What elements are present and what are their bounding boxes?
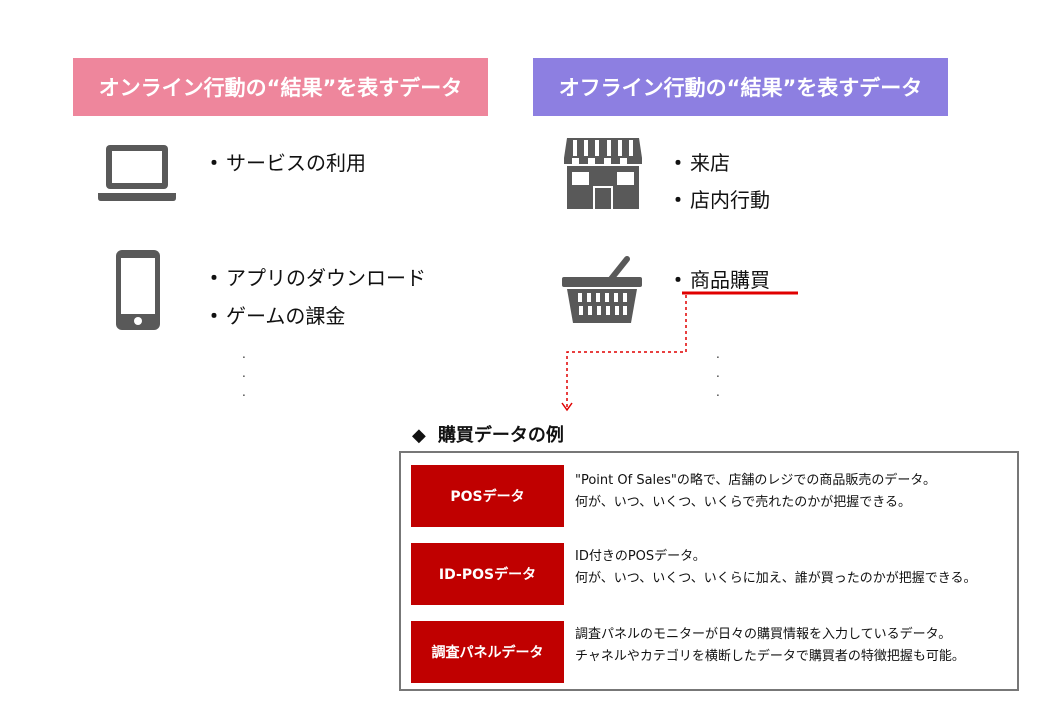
store-icon <box>564 138 642 209</box>
desc-id-pos-data: ID付きのPOSデータ。 何が、いつ、いくつ、いくらに加え、誰が買ったのかが把握… <box>575 549 977 586</box>
smartphone-icon <box>116 250 160 330</box>
bullet: ・ <box>204 304 224 328</box>
online-more-dots: ... <box>242 347 246 399</box>
bullet: ・ <box>668 268 688 292</box>
dashed-connector <box>566 295 687 408</box>
bullet: ・ <box>668 151 688 175</box>
offline-item-store-visit: ・来店 <box>668 147 730 176</box>
offline-item-purchase: ・商品購買 <box>668 264 770 293</box>
desc-pos-data: "Point Of Sales"の略で、店舗のレジでの商品販売のデータ。 何が、… <box>575 473 937 510</box>
laptop-icon <box>98 145 176 201</box>
offline-item-in-store-behavior: ・店内行動 <box>668 184 770 213</box>
bullet: ・ <box>204 151 224 175</box>
label-panel-data: 調査パネルデータ <box>411 621 564 683</box>
bullet: ・ <box>668 188 688 212</box>
purchase-data-examples-title: ◆購買データの例 <box>412 425 564 446</box>
purchase-data-examples-box: POSデータ "Point Of Sales"の略で、店舗のレジでの商品販売のデ… <box>399 451 1019 691</box>
offline-header: オフライン行動の“結果”を表すデータ <box>533 58 948 116</box>
diamond-icon: ◆ <box>412 425 426 446</box>
label-id-pos-data: ID-POSデータ <box>411 543 564 605</box>
arrow-head <box>561 402 573 412</box>
offline-more-dots: ... <box>716 347 720 399</box>
desc-panel-data: 調査パネルのモニターが日々の購買情報を入力しているデータ。 チャネルやカテゴリを… <box>575 627 965 664</box>
label-pos-data: POSデータ <box>411 465 564 527</box>
online-item-game-billing: ・ゲームの課金 <box>204 300 345 329</box>
online-item-service-use: ・サービスの利用 <box>204 147 366 176</box>
online-item-app-download: ・アプリのダウンロード <box>204 262 426 291</box>
bullet: ・ <box>204 266 224 290</box>
shopping-basket-icon <box>562 256 642 323</box>
online-header: オンライン行動の“結果”を表すデータ <box>73 58 488 116</box>
